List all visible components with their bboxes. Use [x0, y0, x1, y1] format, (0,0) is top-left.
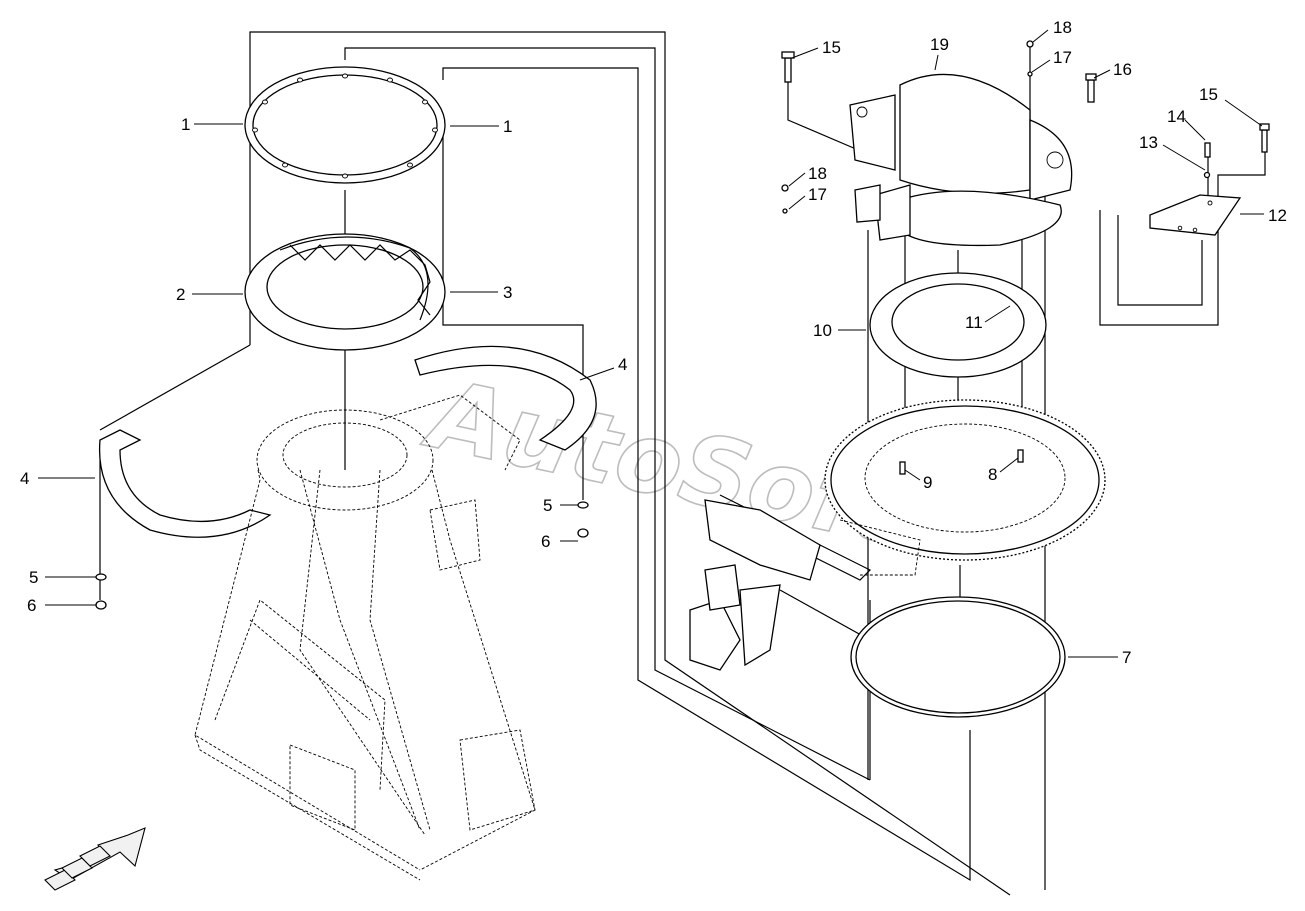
callout-15-top: 15 [822, 38, 841, 57]
callouts: 1 1 2 3 4 4 5 6 5 6 7 8 9 10 11 12 13 14… [20, 18, 1287, 667]
callout-9: 9 [923, 473, 932, 492]
callout-13: 13 [1139, 133, 1158, 152]
callout-5-right: 5 [543, 496, 552, 515]
half-ring-segment-part-4-left [98, 429, 272, 538]
callout-3: 3 [503, 283, 512, 302]
callout-17-top: 17 [1053, 48, 1072, 67]
callout-18-top: 18 [1053, 18, 1072, 37]
callout-2: 2 [176, 285, 185, 304]
callout-17-left: 17 [808, 185, 827, 204]
callout-15-right: 15 [1199, 85, 1218, 104]
callout-14: 14 [1167, 107, 1186, 126]
gasket-ring-part-1 [244, 66, 446, 184]
leader-lines [38, 29, 1264, 658]
pedestal-body [194, 394, 536, 881]
half-ring-segment-part-4-right [414, 345, 597, 451]
callout-4-right: 4 [618, 355, 627, 374]
segment-ring-part-10 [869, 272, 1047, 378]
callout-1-right: 1 [503, 117, 512, 136]
callout-11: 11 [965, 313, 983, 332]
mounting-plate-part-2 [244, 233, 446, 351]
callout-5-left: 5 [29, 568, 38, 587]
turret-housing-part-19 [849, 73, 1073, 247]
direction-arrow-icon [44, 827, 146, 891]
callout-16: 16 [1113, 60, 1132, 79]
callout-10: 10 [813, 321, 832, 340]
callout-19: 19 [930, 35, 949, 54]
callout-18-left: 18 [808, 164, 827, 183]
o-ring-part-7 [850, 596, 1066, 718]
callout-12: 12 [1268, 206, 1287, 225]
swivel-joint-assembly [689, 499, 921, 671]
fasteners [95, 40, 1270, 610]
callout-1-left: 1 [181, 115, 190, 134]
callout-4-left: 4 [20, 469, 29, 488]
slewing-gear-ring [824, 399, 1106, 561]
callout-6-left: 6 [27, 596, 36, 615]
bracket-plate-part-12 [1149, 194, 1242, 236]
callout-6-right: 6 [541, 532, 550, 551]
callout-7: 7 [1122, 648, 1131, 667]
callout-8: 8 [988, 465, 997, 484]
